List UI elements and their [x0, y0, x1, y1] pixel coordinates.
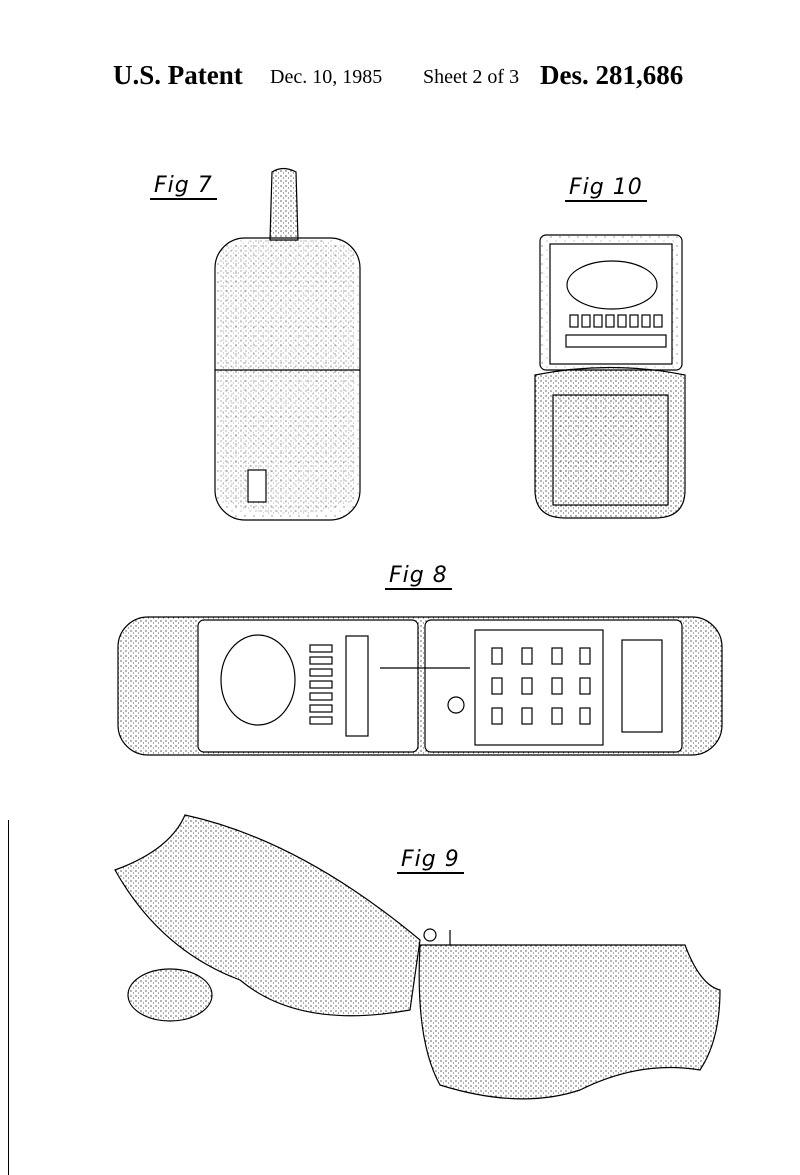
fig-9-label: Fig 9	[397, 848, 464, 874]
patent-title: U.S. Patent	[113, 60, 243, 90]
fig-8-drawing	[117, 616, 723, 756]
fig-10-drawing	[534, 234, 686, 519]
patent-date: Dec. 10, 1985	[270, 66, 383, 88]
fig-7-drawing	[214, 167, 361, 521]
fig-8-label: Fig 8	[385, 564, 452, 590]
fig-7-label: Fig 7	[150, 174, 217, 200]
fig-9-drawing	[114, 814, 721, 1100]
margin-line	[8, 820, 9, 1175]
patent-number: Des. 281,686	[540, 60, 684, 90]
fig-10-label: Fig 10	[565, 176, 647, 202]
sheet-number: Sheet 2 of 3	[423, 66, 520, 88]
